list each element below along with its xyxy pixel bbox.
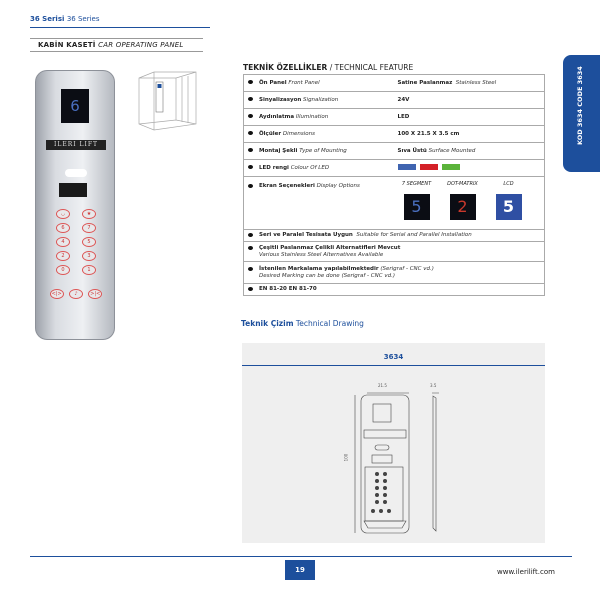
bullet-icon <box>248 183 253 188</box>
bullet-icon <box>248 148 253 153</box>
divider <box>30 38 203 39</box>
table-row: EN 81-20 EN 81-70 <box>243 283 545 296</box>
bullet-icon <box>248 245 253 250</box>
table-row: Ekran Seçenekleri Display Options 7 SEGM… <box>243 176 545 230</box>
dim-width: 21.5 <box>378 383 387 388</box>
website-url: www.ilerilift.com <box>497 568 555 576</box>
key: 7 <box>82 223 96 233</box>
floor-display: 6 <box>61 89 89 123</box>
car-operating-panel-image: 6 ILERI LIFT ◡ ★ 6 7 4 5 2 3 0 1 <|> ♪ >… <box>35 70 115 340</box>
keypad: ◡ ★ 6 7 4 5 2 3 0 1 <box>53 209 99 275</box>
bullet-icon <box>248 114 253 119</box>
function-keys: <|> ♪ >|< <box>47 289 105 299</box>
door-open-key: <|> <box>49 289 64 299</box>
drawing-lines <box>354 392 439 534</box>
series-heading: 36 Serisi 36 Series <box>30 15 100 23</box>
key: 6 <box>56 223 70 233</box>
features-title: TEKNİK ÖZELLİKLER / TECHNICAL FEATURE <box>243 63 414 72</box>
table-row: Çeşitli Paslanmaz Çelikli Alternatifleri… <box>243 241 545 262</box>
key: 1 <box>82 265 96 275</box>
table-row: Seri ve Paralel Tesisata Uygun Suitable … <box>243 229 545 242</box>
dim-depth: 3.5 <box>430 383 437 388</box>
bullet-icon <box>248 165 253 170</box>
key: 3 <box>82 251 96 261</box>
divider <box>30 51 203 52</box>
drawing-title: Teknik Çizim Technical Drawing <box>241 319 364 328</box>
footer-divider <box>30 556 572 557</box>
table-row: LED rengi Colour Of LED <box>243 159 545 177</box>
table-row: İstenilen Markalama yapılabilmektedir (S… <box>243 261 545 284</box>
product-code-tab: KOD 3634 CODE 3634 <box>563 55 600 172</box>
bullet-icon <box>248 97 253 102</box>
secondary-display <box>59 183 87 197</box>
key: 0 <box>56 265 70 275</box>
brand-strip: ILERI LIFT <box>46 140 106 150</box>
key: ★ <box>82 209 96 219</box>
bullet-icon <box>248 286 253 291</box>
alarm-key: ♪ <box>68 289 83 299</box>
key: 2 <box>56 251 70 261</box>
key: ◡ <box>56 209 70 219</box>
key: 4 <box>56 237 70 247</box>
key: 5 <box>82 237 96 247</box>
door-close-key: >|< <box>88 289 103 299</box>
led-red-swatch <box>419 163 438 170</box>
model-number: 3634 <box>383 353 404 361</box>
divider <box>242 365 545 366</box>
led-green-swatch <box>441 163 460 170</box>
led-blue-swatch <box>397 163 416 170</box>
divider <box>30 27 210 28</box>
technical-drawing: 3634 21.5 3.5 100 <box>242 343 545 543</box>
bullet-icon <box>248 80 253 85</box>
bullet-icon <box>248 266 253 271</box>
light-window <box>65 169 87 177</box>
bullet-icon <box>248 232 253 237</box>
page-number: 19 <box>285 560 315 580</box>
section-heading: KABİN KASETİ CAR OPERATING PANEL <box>38 41 184 49</box>
cabin-sketch <box>138 71 197 131</box>
bullet-icon <box>248 131 253 136</box>
